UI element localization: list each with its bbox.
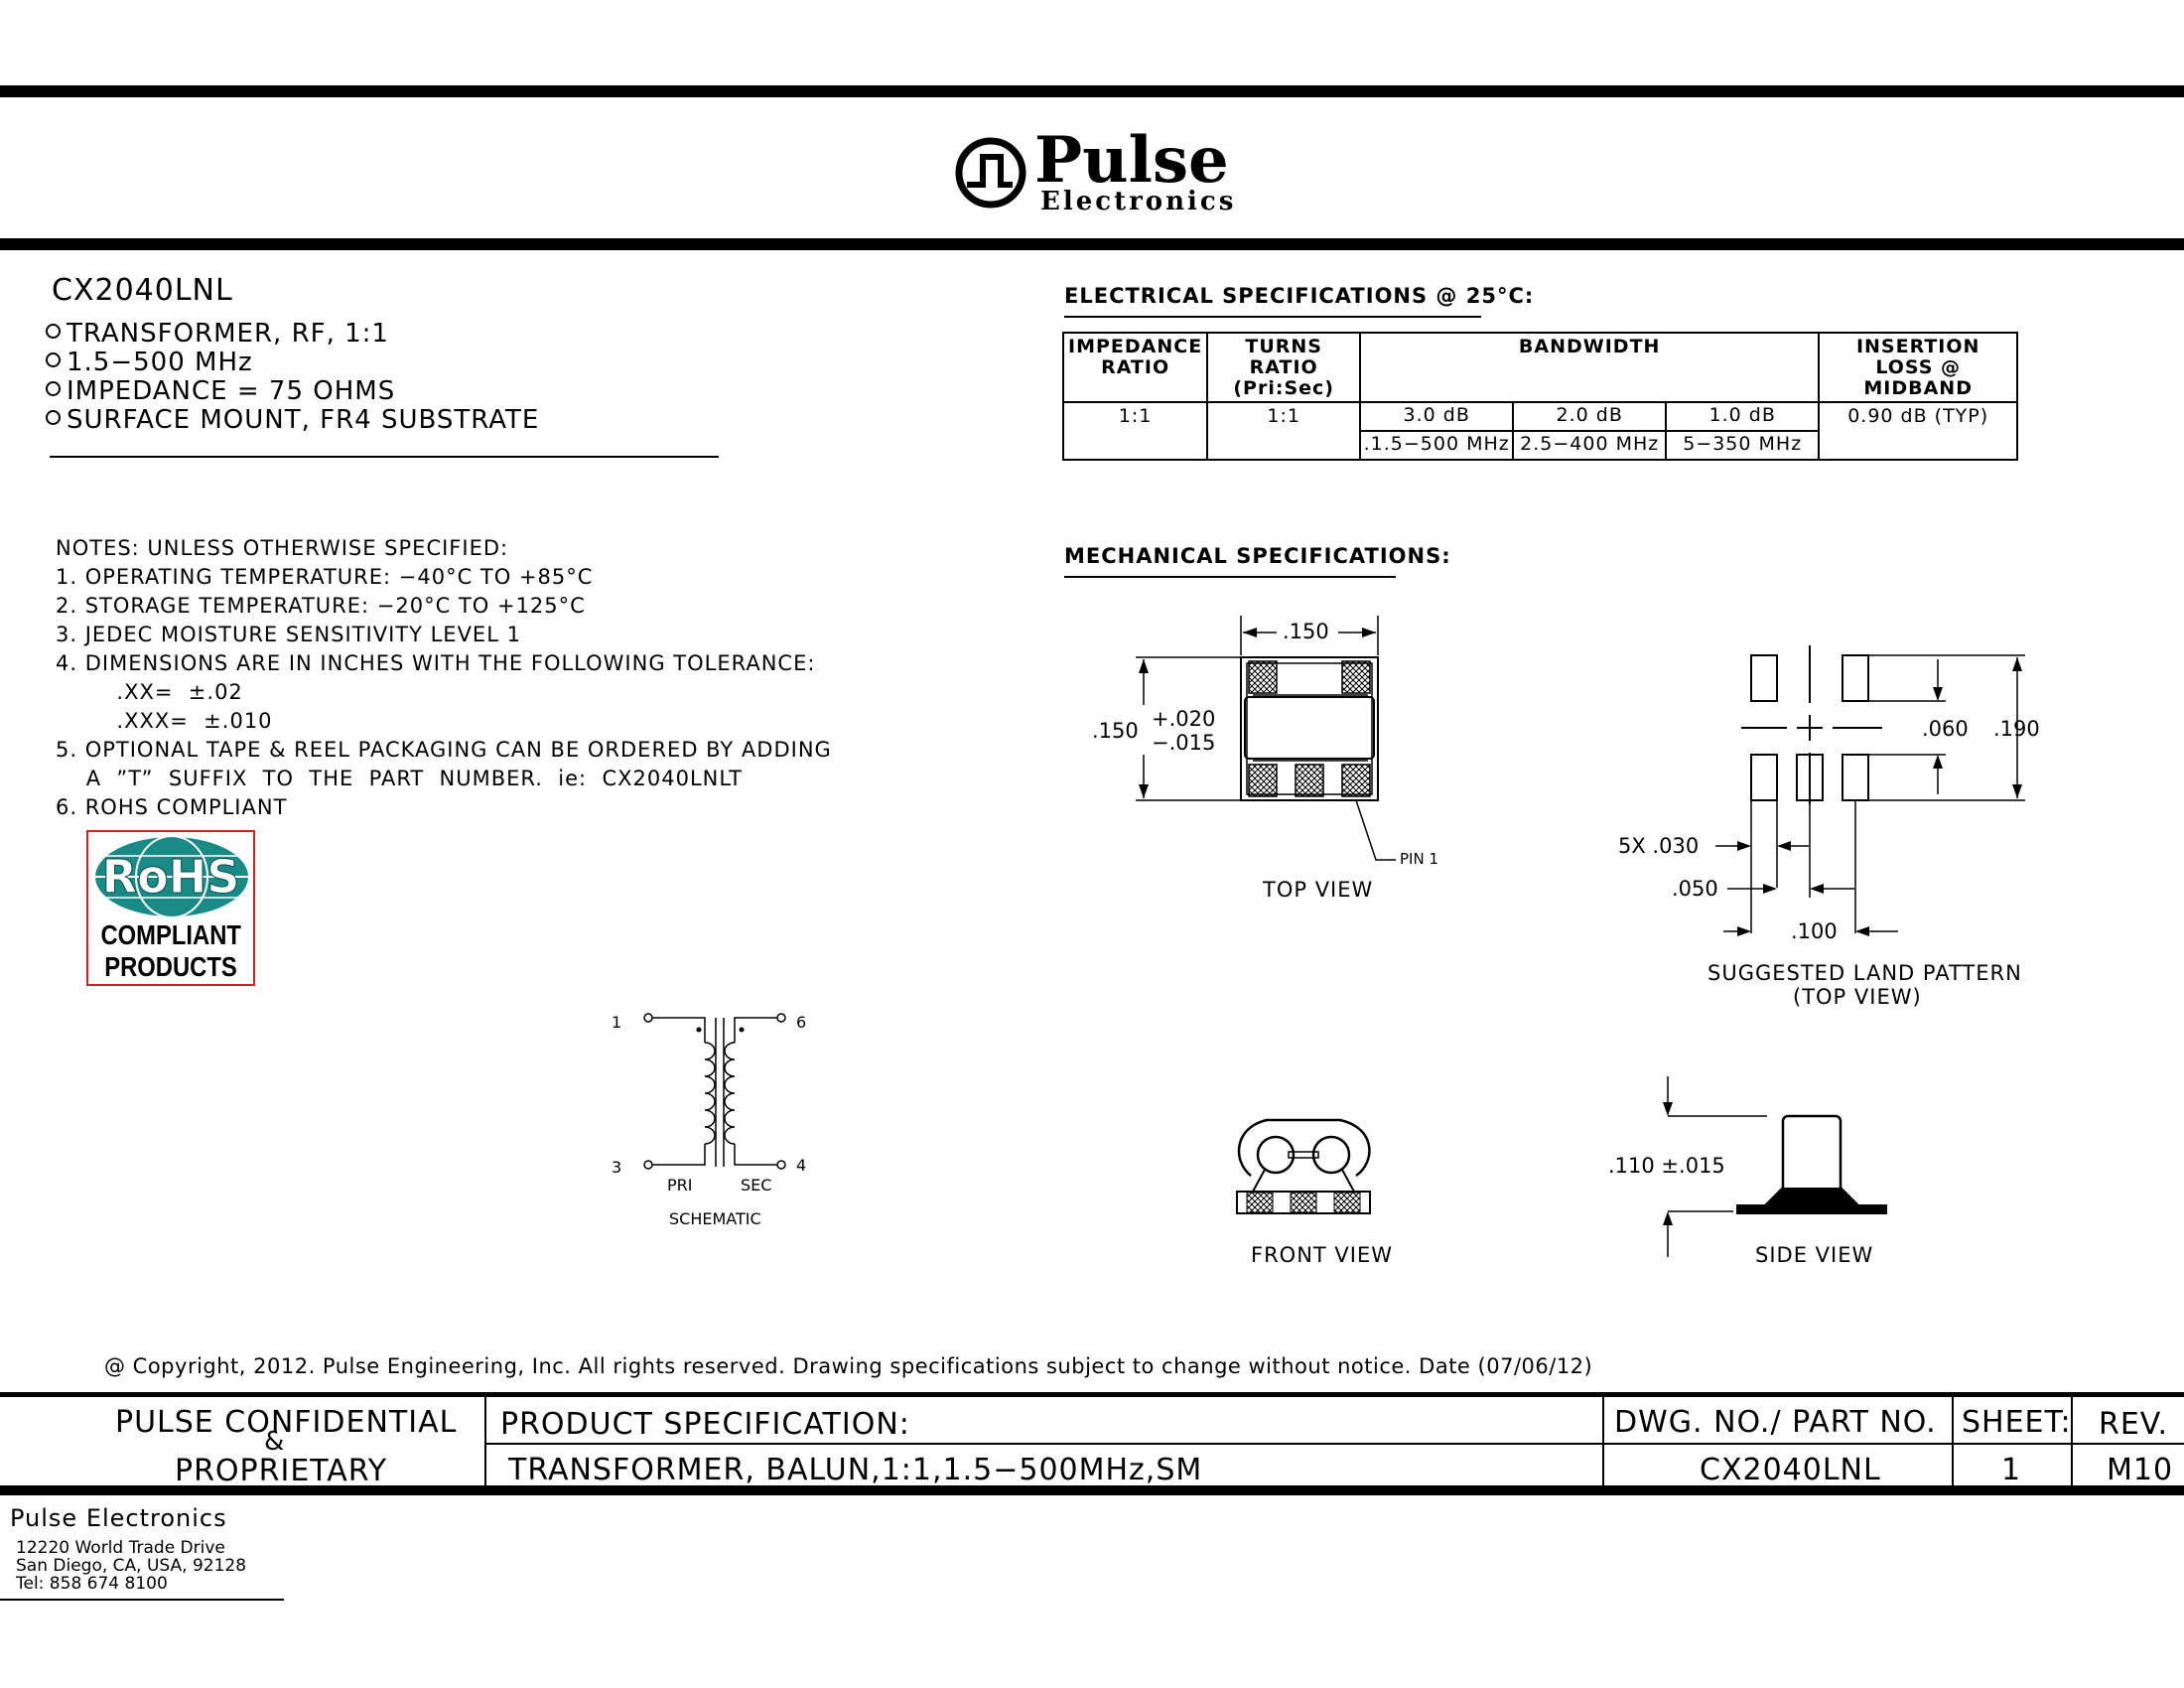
part-number: CX2040LNL [52,273,233,308]
cell-insertion-loss: 0.90 dB (TYP) [1818,401,2019,461]
cell-bw-range: .1.5−500 MHz [1359,430,1515,461]
note-item: .XXX= ±.010 [56,709,273,733]
electrical-spec-table: IMPEDANCE RATIO TURNS RATIO (Pri:Sec) BA… [1061,332,2019,461]
sheet-value: 1 [2001,1453,2022,1487]
top-view-drawing [1136,616,1396,861]
header-bandwidth: BANDWIDTH [1359,332,1821,403]
rohs-line1: COMPLIANT [100,919,241,950]
title-block-bottom-bar [0,1485,2184,1495]
note-item: 5. OPTIONAL TAPE & REEL PACKAGING CAN BE… [56,738,832,762]
sheet-label: SHEET: [1962,1405,2072,1440]
pulse-logo: Pulse Electronics [953,123,1241,216]
note-item: 1. OPERATING TEMPERATURE: −40°C TO +85°C [56,565,594,589]
rohs-badge: RoHS COMPLIANT PRODUCTS [86,830,255,986]
confidential-line-2: PROPRIETARY [175,1454,388,1488]
side-view-caption: SIDE VIEW [1755,1243,1874,1267]
front-view-caption: FRONT VIEW [1251,1243,1394,1267]
land-dim-190: .190 [1993,717,2040,741]
title-block-divider [1602,1397,1604,1491]
note-item: .XX= ±.02 [56,680,243,704]
schematic-drawing [643,1013,786,1170]
note-item: 4. DIMENSIONS ARE IN INCHES WITH THE FOL… [56,651,816,675]
title-block-divider [1952,1397,1954,1491]
rev-value: M10 [2107,1453,2174,1487]
mechanical-heading-underline [1064,576,1396,578]
address-line-3: Tel: 858 674 8100 [16,1574,168,1594]
feature-item: SURFACE MOUNT, FR4 SUBSTRATE [46,406,539,435]
land-dim-060: .060 [1922,717,1969,741]
electrical-heading-underline [1064,316,1481,318]
copyright-text: @ Copyright, 2012. Pulse Engineering, In… [104,1354,1593,1378]
top-view-tol-plus: +.020 [1152,707,1216,731]
land-caption-1: SUGGESTED LAND PATTERN [1707,961,2022,985]
address-underline [0,1599,284,1601]
features-underline [50,456,719,458]
header-bottom-bar [0,238,2184,250]
schematic-pin-6: 6 [796,1013,807,1032]
title-block: PULSE CONFIDENTIAL & PROPRIETARY PRODUCT… [0,1392,2184,1491]
feature-item: IMPEDANCE = 75 OHMS [46,377,539,406]
top-view-height-dim: .150 [1092,719,1139,743]
land-dim-100: .100 [1791,919,1838,943]
schematic-pin-4: 4 [796,1156,807,1175]
side-view-height-dim: .110 ±.015 [1608,1154,1725,1178]
land-dim-030: 5X .030 [1618,834,1700,858]
cell-bw-db: 2.0 dB [1512,401,1668,432]
rohs-globe-text: RoHS [101,850,240,905]
confidential-line-1: PULSE CONFIDENTIAL [115,1405,458,1440]
pulse-logo-icon [955,137,1026,209]
address-line-2: San Diego, CA, USA, 92128 [16,1556,247,1576]
spec-label: PRODUCT SPECIFICATION: [500,1407,910,1442]
note-item: 2. STORAGE TEMPERATURE: −20°C TO +125°C [56,594,586,618]
cell-bw-range: 5−350 MHz [1665,430,1821,461]
title-block-divider [2071,1397,2073,1491]
cell-turns-ratio: 1:1 [1206,401,1362,461]
notes-section: NOTES: UNLESS OTHERWISE SPECIFIED: 1. OP… [56,534,832,822]
top-border-bar [0,85,2184,97]
note-item: 6. ROHS COMPLIANT [56,795,288,819]
header-insertion: INSERTION LOSS @ MIDBAND [1818,332,2019,403]
land-pattern-drawing [1715,645,2025,936]
schematic-sec-label: SEC [741,1176,772,1195]
schematic-pin-3: 3 [612,1158,622,1177]
schematic-pin-1: 1 [612,1013,622,1032]
electrical-heading: ELECTRICAL SPECIFICATIONS @ 25°C: [1064,284,1535,308]
note-item: 3. JEDEC MOISTURE SENSITIVITY LEVEL 1 [56,623,521,646]
spec-value: TRANSFORMER, BALUN,1:1,1.5−500MHz,SM [508,1453,1203,1487]
top-view-width-dim: .150 [1283,620,1329,643]
note-item: A ”T” SUFFIX TO THE PART NUMBER. ie: CX2… [56,767,744,790]
front-view-drawing [1236,1118,1371,1214]
feature-item: TRANSFORMER, RF, 1:1 [46,320,539,349]
cell-bw-range: 2.5−400 MHz [1512,430,1668,461]
rev-label: REV. [2099,1407,2168,1442]
top-view-tol-minus: −.015 [1152,731,1216,755]
land-caption-2: (TOP VIEW) [1793,985,1922,1009]
top-view-caption: TOP VIEW [1263,878,1374,902]
dwg-value: CX2040LNL [1700,1453,1881,1487]
notes-title: NOTES: UNLESS OTHERWISE SPECIFIED: [56,536,509,560]
schematic-pri-label: PRI [667,1176,693,1195]
rohs-globe-icon [93,835,250,918]
address-company: Pulse Electronics [10,1504,227,1532]
confidential-ampersand: & [264,1427,286,1457]
land-dim-050: .050 [1672,877,1718,901]
rohs-line2: PRODUCTS [104,951,237,982]
schematic-caption: SCHEMATIC [669,1209,761,1228]
title-block-mid-line [484,1443,2184,1445]
feature-item: 1.5−500 MHz [46,349,539,377]
mechanical-heading: MECHANICAL SPECIFICATIONS: [1064,544,1451,568]
header-impedance: IMPEDANCE RATIO [1061,332,1209,403]
logo-brand: Pulse [1034,123,1229,198]
feature-list: TRANSFORMER, RF, 1:1 1.5−500 MHz IMPEDAN… [46,320,539,435]
cell-bw-db: 3.0 dB [1359,401,1515,432]
cell-bw-db: 1.0 dB [1665,401,1821,432]
cell-impedance-ratio: 1:1 [1061,401,1209,461]
address-line-1: 12220 World Trade Drive [16,1538,225,1558]
title-block-divider [484,1397,486,1491]
header-turns: TURNS RATIO (Pri:Sec) [1206,332,1362,403]
side-view-drawing [1663,1076,1887,1257]
pin-1-label: PIN 1 [1400,850,1439,868]
dwg-label: DWG. NO./ PART NO. [1614,1405,1937,1440]
logo-sub: Electronics [1040,187,1237,216]
